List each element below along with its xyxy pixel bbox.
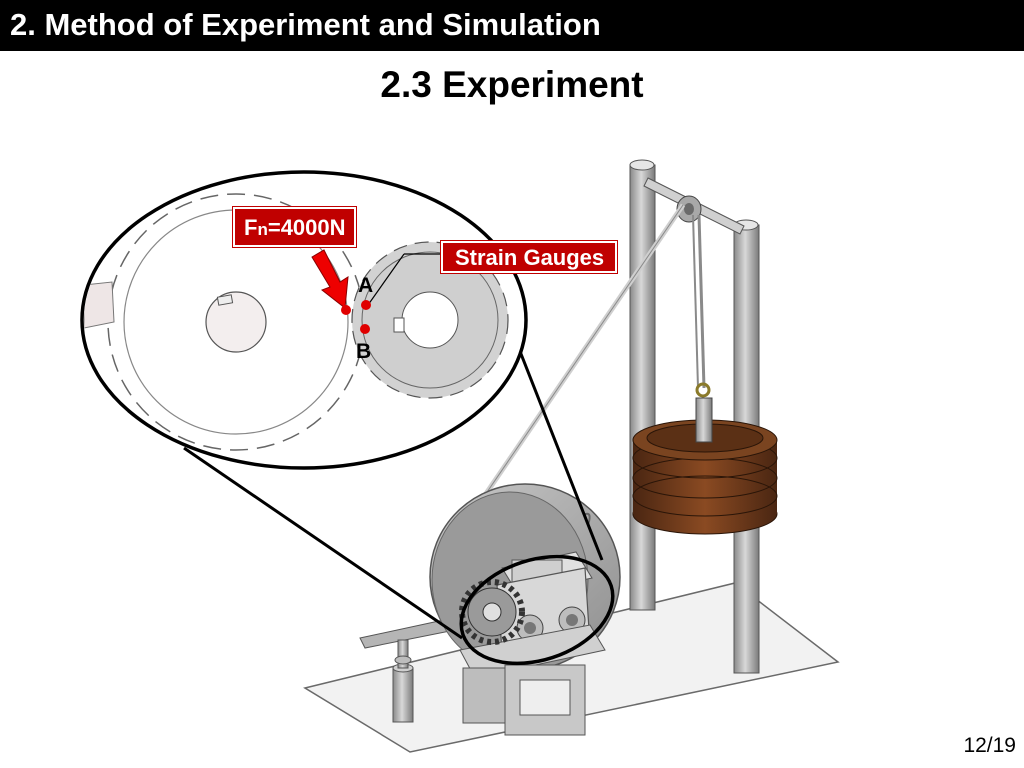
slide-subtitle: 2.3 Experiment [380,64,644,105]
point-b-marker [360,324,370,334]
point-a-marker [361,300,371,310]
top-cross-bar [643,177,745,235]
zoom-target-ellipse [459,554,615,666]
point-b-label: B [356,340,372,363]
weight-plates [632,397,778,535]
support-post [392,639,414,723]
force-value: =4000N [267,215,346,240]
pinion-gear [351,241,509,399]
force-arrow [311,249,349,309]
point-a-label: A [358,274,374,297]
header-bar: 2. Method of Experiment and Simulation [0,0,1024,51]
strain-gauges-label: Strain Gauges [439,240,619,274]
force-subscript: n [257,220,268,239]
small-gear [459,579,525,645]
vertical-pole-left [629,159,656,611]
force-label: Fn=4000N [232,206,357,248]
magnified-view [80,170,528,470]
gear-housing [459,551,606,736]
zoom-line-lower [183,446,463,640]
contact-point-marker [341,305,351,315]
slide-section-title: 2. Method of Experiment and Simulation [10,7,601,42]
large-gear [84,193,365,451]
zoom-line-upper [510,330,604,561]
cable-vertical [697,214,706,389]
force-symbol: F [244,215,258,240]
page-number: 12/19 [963,734,1016,757]
